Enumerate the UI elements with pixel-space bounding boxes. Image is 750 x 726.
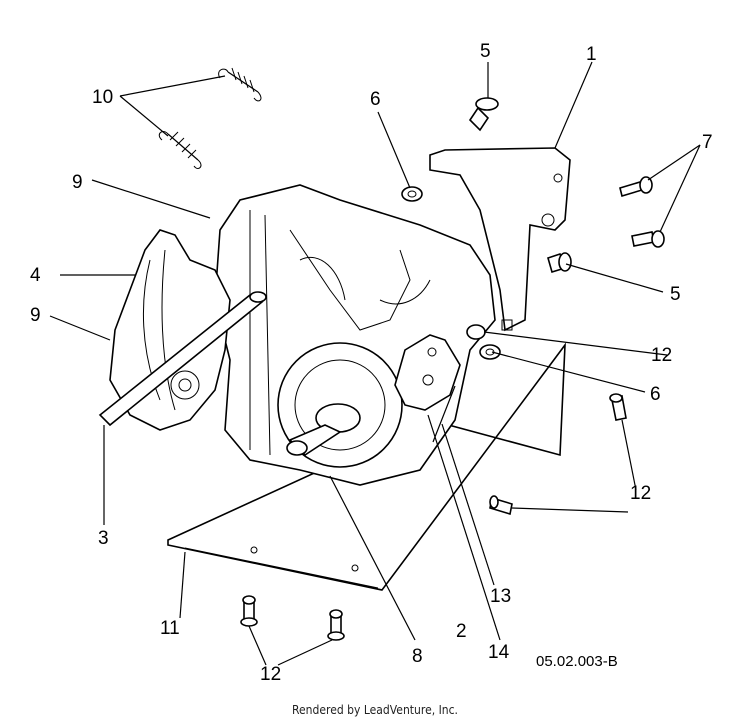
nut-12-center <box>466 324 486 340</box>
callout-2: 2 <box>456 621 467 642</box>
callout-6-top: 6 <box>370 89 381 110</box>
bolt-12-mid <box>489 495 513 516</box>
nut-6-right <box>479 344 501 360</box>
bolt-12-bottom-left <box>240 595 258 627</box>
spring-lower <box>158 131 202 169</box>
callout-9-top: 9 <box>72 172 83 193</box>
callout-6-right: 6 <box>650 384 661 405</box>
bolt-12-bottom-right <box>327 609 345 641</box>
leader-lines <box>49 61 701 666</box>
bolt-12-right <box>609 393 627 421</box>
callout-5-right: 5 <box>670 284 681 305</box>
callout-7: 7 <box>702 132 713 153</box>
mounting-bracket <box>429 147 571 332</box>
callout-3: 3 <box>98 528 109 549</box>
callout-12-mid: 12 <box>630 483 651 504</box>
screw-7-upper <box>619 176 653 198</box>
diagram-reference-number: 05.02.003-B <box>536 653 618 670</box>
bolt-5-top <box>468 97 499 132</box>
bolt-5-right <box>547 252 572 274</box>
callout-14: 14 <box>488 642 510 663</box>
footer-credit: Rendered by LeadVenture, Inc. <box>291 703 458 717</box>
nut-6-top <box>401 186 423 202</box>
callout-5-top: 5 <box>480 41 491 62</box>
callout-11: 11 <box>160 618 180 639</box>
callout-13: 13 <box>490 586 511 607</box>
callout-9-left: 9 <box>30 305 41 326</box>
callout-12-right: 12 <box>651 345 672 366</box>
callout-4: 4 <box>30 265 41 286</box>
spring-upper <box>218 67 262 102</box>
control-arm <box>394 334 461 411</box>
callout-12-bottom: 12 <box>260 664 281 685</box>
screw-7-lower <box>631 230 665 248</box>
callout-8: 8 <box>412 646 423 667</box>
callout-1: 1 <box>586 44 597 65</box>
fan-pulley <box>109 229 231 431</box>
callout-10: 10 <box>92 87 113 108</box>
